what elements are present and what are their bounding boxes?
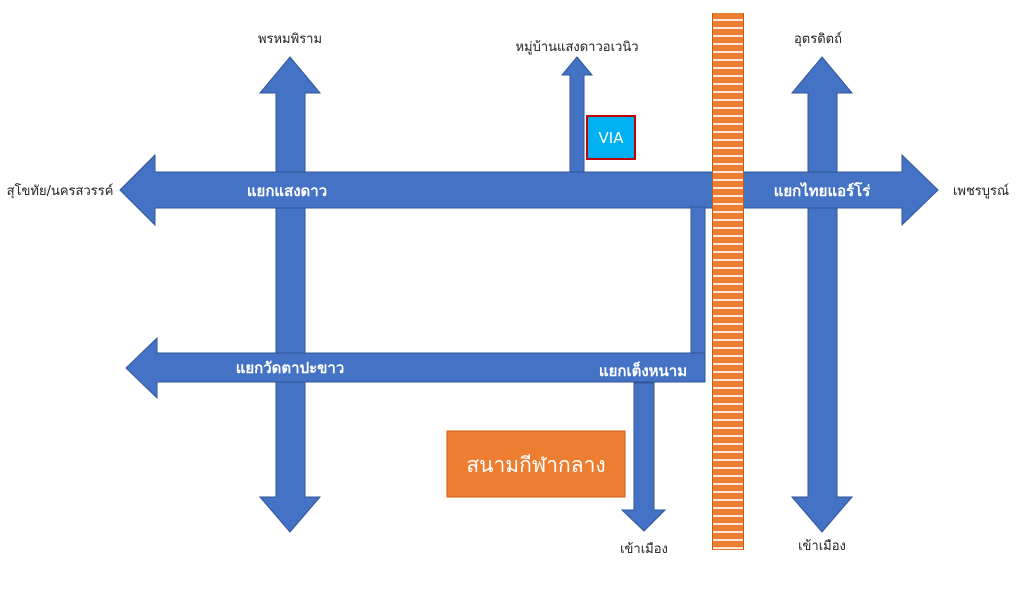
junction-label: แยกไทยแอร์โร่	[774, 181, 872, 200]
road-lower-west	[125, 336, 706, 400]
road-to-village	[560, 56, 594, 175]
destination-label: สุโขทัย/นครสวรรค์	[7, 183, 114, 199]
road-to-city	[620, 382, 667, 532]
destination-label: อุตรดิตถ์	[794, 31, 842, 47]
destination-label: เข้าเมือง	[620, 541, 668, 557]
railway-track	[712, 13, 744, 550]
road-north-south-right	[790, 56, 854, 533]
road-north-south-left	[258, 56, 322, 533]
junction-label: แยกเต็งหนาม	[599, 361, 687, 380]
destination-label: เพชรบูรณ์	[953, 183, 1009, 199]
junction-label: แยกแสงดาว	[247, 182, 327, 200]
destination-label: หมู่บ้านแสงดาวอเวนิว	[515, 40, 638, 55]
destination-label: พรหมพิราม	[258, 32, 322, 47]
destination-label: เข้าเมือง	[798, 538, 846, 554]
junction-label: แยกวัดตาปะขาว	[236, 359, 345, 377]
